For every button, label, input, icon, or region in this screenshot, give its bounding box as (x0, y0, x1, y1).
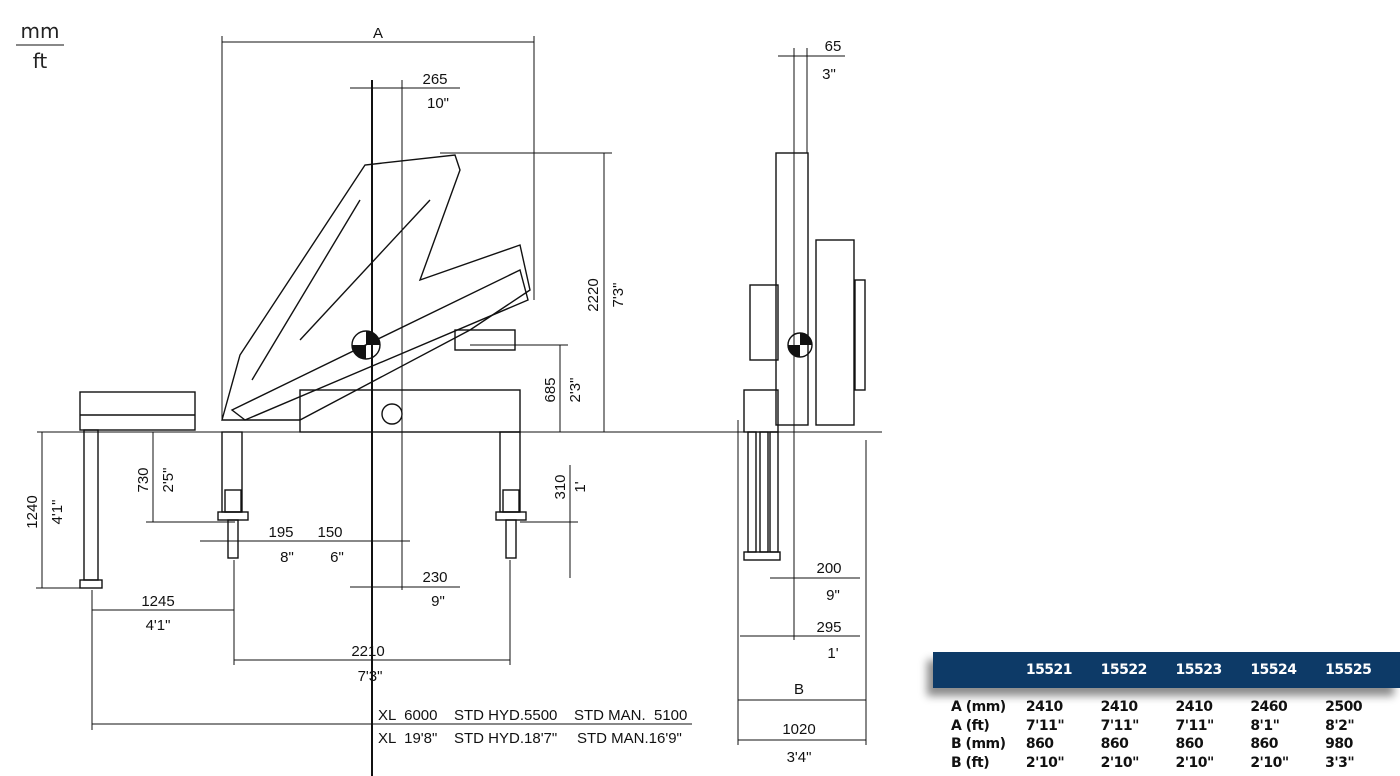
dim-295: 295 (816, 619, 841, 636)
cell: 860 (1175, 736, 1204, 753)
column-header: 15524 (1250, 662, 1297, 678)
column-header: 15521 (1025, 662, 1073, 678)
dim-230: 230 (422, 569, 447, 586)
cell: 7'11" (1100, 717, 1140, 734)
dim-150: 150 (317, 524, 342, 541)
cell: 860 (1250, 736, 1279, 753)
dim-2ft5: 2'5" (160, 468, 177, 493)
dim-2ft3: 2'3" (567, 378, 584, 403)
table-header: 15521 15522 15523 15524 15525 (933, 652, 1400, 688)
dim-1240: 1240 (24, 495, 41, 528)
cell: 3'3" (1325, 754, 1355, 771)
cell: 980 (1325, 736, 1353, 753)
row-label: B (mm) (951, 736, 1006, 753)
cell: 2'10" (1250, 754, 1289, 771)
dim-685: 685 (542, 377, 559, 402)
dim-1020: 1020 (782, 721, 815, 738)
dim-730: 730 (135, 467, 152, 492)
table-row: A (ft) 7'11" 7'11" 7'11" 8'1" 8'2" (933, 717, 1400, 736)
cell: 2'10" (1175, 754, 1214, 771)
cell: 7'11" (1025, 717, 1065, 734)
dim-3ft4: 3'4" (787, 749, 812, 766)
reach-std-hyd-ft: STD HYD.18'7" (454, 730, 557, 747)
cell: 2410 (1100, 699, 1138, 716)
unit-ft: ft (33, 49, 48, 73)
crane-front-view (743, 152, 866, 561)
cell: 2410 (1025, 699, 1063, 716)
dim-4ft1: 4'1" (49, 500, 66, 525)
column-header: 15525 (1325, 662, 1372, 678)
unit-mm: mm (21, 19, 60, 43)
cell: 2'10" (1025, 754, 1065, 771)
cell: 860 (1025, 736, 1054, 753)
table-row: B (ft) 2'10" 2'10" 2'10" 2'10" 3'3" (933, 754, 1400, 773)
cell: 2410 (1175, 699, 1213, 716)
reach-std-man-mm: STD MAN. 5100 (574, 707, 687, 724)
dim-8in: 8" (280, 549, 294, 566)
cell: 7'11" (1175, 717, 1214, 734)
reach-std-hyd-mm: STD HYD.5500 (454, 707, 557, 724)
row-label: A (mm) (951, 699, 1006, 716)
cell: 2500 (1325, 699, 1363, 716)
dim-b: B (794, 681, 804, 698)
dim-7ft3: 7'3" (610, 283, 627, 308)
dim-2220: 2220 (585, 278, 602, 311)
dimension-lines (36, 36, 867, 745)
reach-xl-ft: XL 19'8" (378, 730, 437, 747)
dim-6in: 6" (330, 549, 344, 566)
table-row: A (mm) 2410 2410 2410 2460 2500 (933, 698, 1400, 717)
reach-xl-mm: XL 6000 (378, 707, 438, 724)
cell: 860 (1100, 736, 1129, 753)
dim-3in: 3" (822, 66, 836, 83)
dim-195: 195 (268, 524, 293, 541)
row-label: B (ft) (951, 754, 990, 771)
cell: 8'2" (1325, 717, 1355, 734)
column-header: 15523 (1175, 662, 1222, 678)
dim-9in: 9" (431, 593, 445, 610)
dim-7ft3b: 7'3" (358, 668, 383, 685)
column-header: 15522 (1100, 662, 1148, 678)
dim-4ft1b: 4'1" (146, 617, 171, 634)
cell: 2460 (1250, 699, 1288, 716)
reach-std-man-ft: STD MAN.16'9" (577, 730, 682, 747)
dim-a: A (373, 25, 383, 42)
model-spec-table: 15521 15522 15523 15524 15525 A (mm) 241… (933, 652, 1400, 772)
dim-65: 65 (825, 38, 842, 55)
dim-265: 265 (422, 71, 447, 88)
dim-1ft: 1' (572, 481, 589, 492)
crane-side-view (79, 154, 531, 589)
dim-10in: 10" (427, 95, 449, 112)
dim-200: 200 (816, 560, 841, 577)
dim-310: 310 (552, 474, 569, 499)
row-label: A (ft) (951, 717, 990, 734)
dim-1245: 1245 (141, 593, 174, 610)
dim-2210: 2210 (351, 643, 384, 660)
cell: 8'1" (1250, 717, 1280, 734)
table-row: B (mm) 860 860 860 860 980 (933, 735, 1400, 754)
dim-9inb: 9" (826, 587, 840, 604)
dim-1ftb: 1' (827, 645, 838, 662)
cell: 2'10" (1100, 754, 1140, 771)
